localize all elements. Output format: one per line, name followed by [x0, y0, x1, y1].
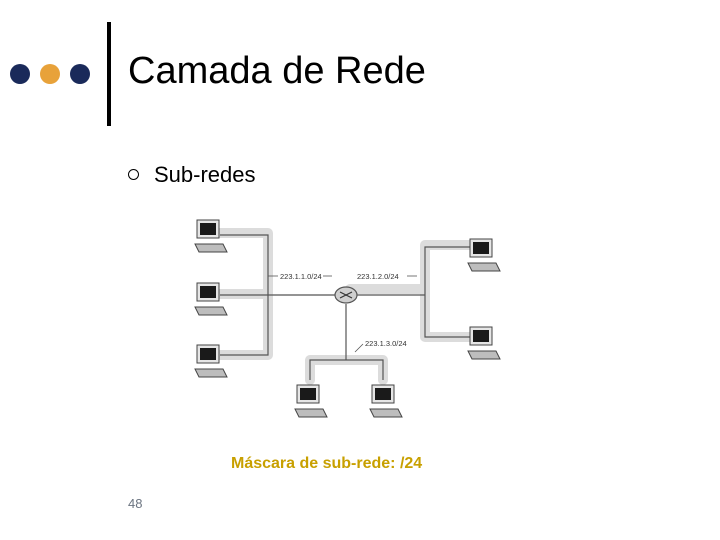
router-icon — [335, 287, 357, 303]
subnet-mask-caption: Máscara de sub-rede: /24 — [231, 455, 422, 473]
subnet-label-3: 223.1.3.0/24 — [365, 339, 407, 348]
host-computer-icon — [468, 239, 500, 271]
subnet-shading — [220, 233, 475, 380]
title-divider — [107, 22, 111, 126]
slide-title: Camada de Rede — [128, 50, 426, 93]
bullet-text: Sub-redes — [154, 162, 256, 188]
accent-dot — [40, 64, 60, 84]
subnet-label-1: 223.1.1.0/24 — [280, 272, 322, 281]
bullet-circle-icon — [128, 169, 139, 180]
subnet-diagram: 223.1.1.0/24 223.1.2.0/24 223.1.3.0/24 — [185, 215, 515, 430]
host-computer-icon — [295, 385, 327, 417]
decorative-dots — [10, 64, 98, 86]
dark-dot — [10, 64, 30, 84]
host-computer-icon — [468, 327, 500, 359]
subnet-label-2: 223.1.2.0/24 — [357, 272, 399, 281]
dark-dot — [70, 64, 90, 84]
host-computer-icon — [370, 385, 402, 417]
host-computer-icon — [195, 345, 227, 377]
page-number: 48 — [128, 496, 142, 511]
